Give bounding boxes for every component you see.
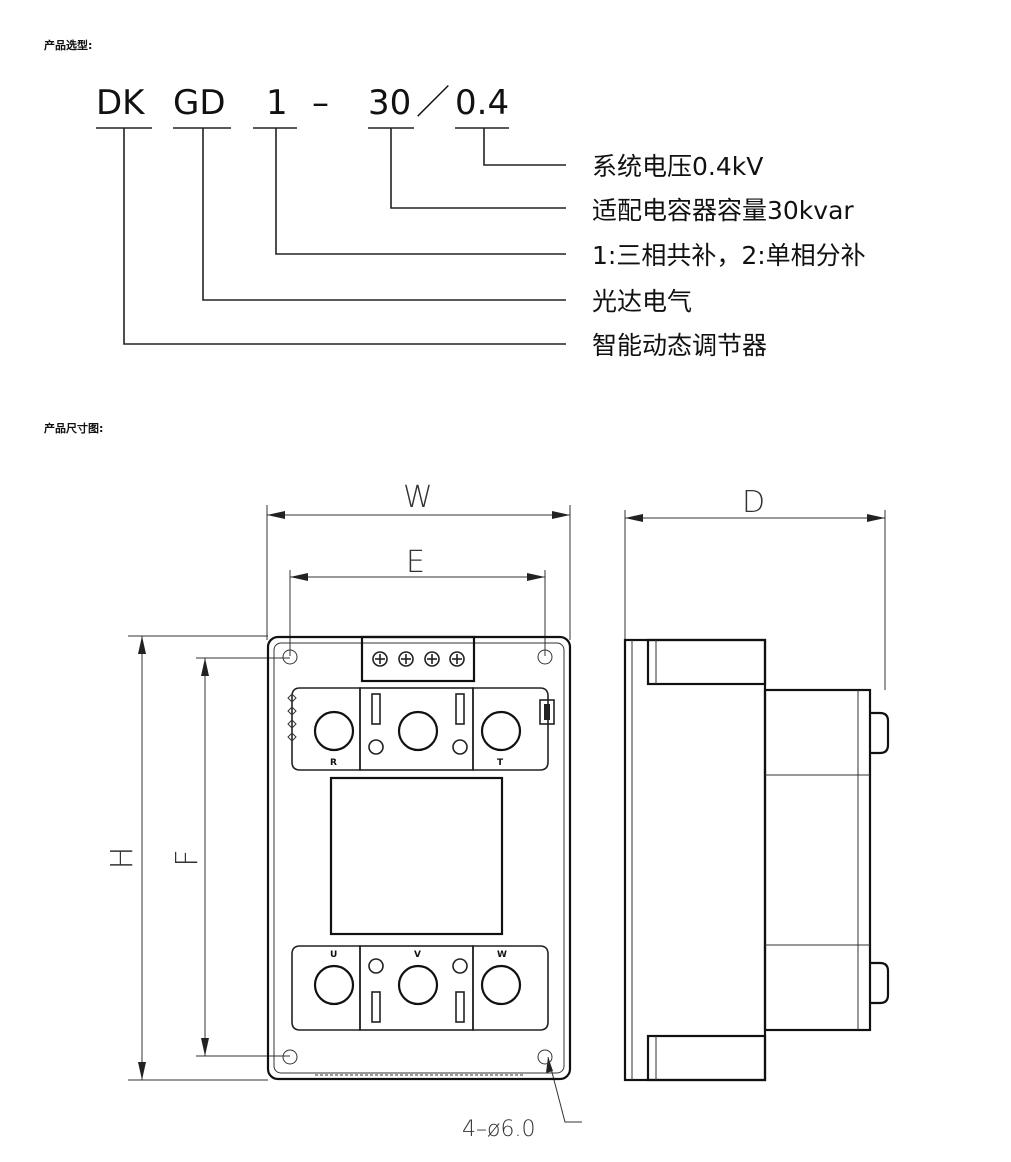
code-separator-slash: ／ — [416, 83, 450, 123]
f-arrow-top — [201, 658, 209, 676]
mounting-hole-top-left — [282, 649, 298, 665]
mounting-hole-bottom-right — [537, 1049, 553, 1065]
f-label: F — [170, 849, 205, 866]
code-separator-dash: – — [312, 83, 329, 123]
led-3 — [287, 719, 297, 729]
signal-screw-2 — [398, 651, 414, 667]
code-segment-capacity: 30 — [368, 83, 411, 123]
width-label: W — [403, 480, 433, 515]
leader-brand — [202, 128, 566, 301]
terminal-r — [313, 710, 355, 752]
dimension-annotations: W E D H F 4–ø6.0 — [105, 480, 886, 1142]
side-bottom-terminal-block — [646, 1034, 767, 1082]
terminal-label-t: T — [497, 758, 504, 768]
e-arrow-left — [290, 573, 308, 581]
w-arrow-right — [552, 511, 570, 519]
e-label: E — [406, 545, 425, 580]
top-slot-left — [371, 693, 381, 725]
terminal-label-r: R — [330, 758, 337, 768]
desc-voltage: 系统电压0.4kV — [592, 152, 763, 181]
side-cover — [763, 688, 872, 1032]
side-knob-top — [870, 711, 890, 755]
depth-label: D — [742, 485, 765, 520]
code-segment-dk: DK — [96, 83, 146, 123]
signal-screw-4 — [449, 651, 465, 667]
w-arrow-left — [267, 511, 285, 519]
h-arrow-bottom — [138, 1062, 146, 1080]
signal-screw-1 — [372, 651, 388, 667]
signal-screws — [372, 651, 465, 667]
mounting-hole-top-right — [537, 649, 553, 665]
top-right-recess — [472, 687, 549, 771]
terminal-label-u: U — [330, 950, 337, 960]
mounting-hole-bottom-left — [282, 1049, 298, 1065]
leader-capacity — [390, 128, 566, 209]
leader-voltage — [483, 128, 566, 166]
code-segment-phase: 1 — [266, 83, 288, 123]
dimension-section-title: 产品尺寸图: — [44, 422, 104, 435]
code-descriptions: 系统电压0.4kV 适配电容器容量30kvar 1:三相共补，2:单相分补 光达… — [592, 152, 866, 360]
hole-leader-arrow — [546, 1057, 553, 1073]
leader-lines — [123, 128, 566, 345]
h-arrow-top — [138, 636, 146, 654]
signal-terminal-block — [360, 635, 476, 683]
desc-brand: 光达电气 — [592, 287, 692, 316]
signal-screw-3 — [424, 651, 440, 667]
height-label: H — [105, 847, 140, 870]
switch-window — [539, 699, 555, 725]
top-left-recess — [291, 687, 361, 771]
top-slot-right — [455, 693, 465, 725]
bottom-left-recess — [291, 945, 361, 1031]
d-arrow-left — [625, 514, 643, 522]
top-screw-left — [368, 739, 384, 755]
terminal-w — [480, 964, 522, 1006]
e-arrow-right — [527, 573, 545, 581]
desc-capacity: 适配电容器容量30kvar — [592, 196, 854, 225]
enclosure-outline — [266, 635, 572, 1081]
bottom-screw-right — [452, 958, 468, 974]
selection-section-title: 产品选型: — [44, 39, 93, 52]
terminal-u — [313, 964, 355, 1006]
indicator-leds — [287, 693, 297, 742]
side-top-terminal-block — [646, 638, 767, 686]
model-code: DK GD 1 – 30 ／ 0.4 — [96, 83, 509, 123]
bottom-screw-left — [368, 958, 384, 974]
desc-phase: 1:三相共补，2:单相分补 — [592, 241, 866, 270]
desc-series: 智能动态调节器 — [592, 331, 767, 360]
terminal-label-w: W — [497, 950, 507, 960]
hole-note: 4–ø6.0 — [462, 1117, 535, 1142]
top-screw-right — [452, 739, 468, 755]
top-middle-recess — [359, 687, 474, 771]
switch-lever — [544, 704, 550, 720]
leader-phase — [275, 128, 566, 255]
side-knob-bottom — [870, 961, 890, 1005]
bottom-right-recess — [472, 945, 549, 1031]
side-view — [623, 638, 890, 1082]
bottom-slot-left — [371, 991, 381, 1023]
f-arrow-bottom — [201, 1038, 209, 1056]
terminal-t — [480, 710, 522, 752]
front-view: R T U V W — [266, 635, 572, 1081]
terminal-s — [397, 710, 439, 752]
led-1 — [287, 693, 297, 703]
enclosure-inner-line — [273, 642, 565, 1074]
hole-leader — [547, 1056, 582, 1123]
terminal-label-v: V — [414, 950, 421, 960]
display-window — [329, 776, 504, 936]
led-4 — [287, 732, 297, 742]
code-segment-gd: GD — [173, 83, 226, 123]
bottom-middle-recess — [359, 945, 474, 1031]
led-2 — [287, 706, 297, 716]
terminal-v — [397, 964, 439, 1006]
code-segment-voltage: 0.4 — [455, 83, 509, 123]
leader-series — [123, 128, 566, 345]
side-base-body — [623, 638, 767, 1082]
bottom-slot-right — [455, 991, 465, 1023]
d-arrow-right — [867, 514, 885, 522]
